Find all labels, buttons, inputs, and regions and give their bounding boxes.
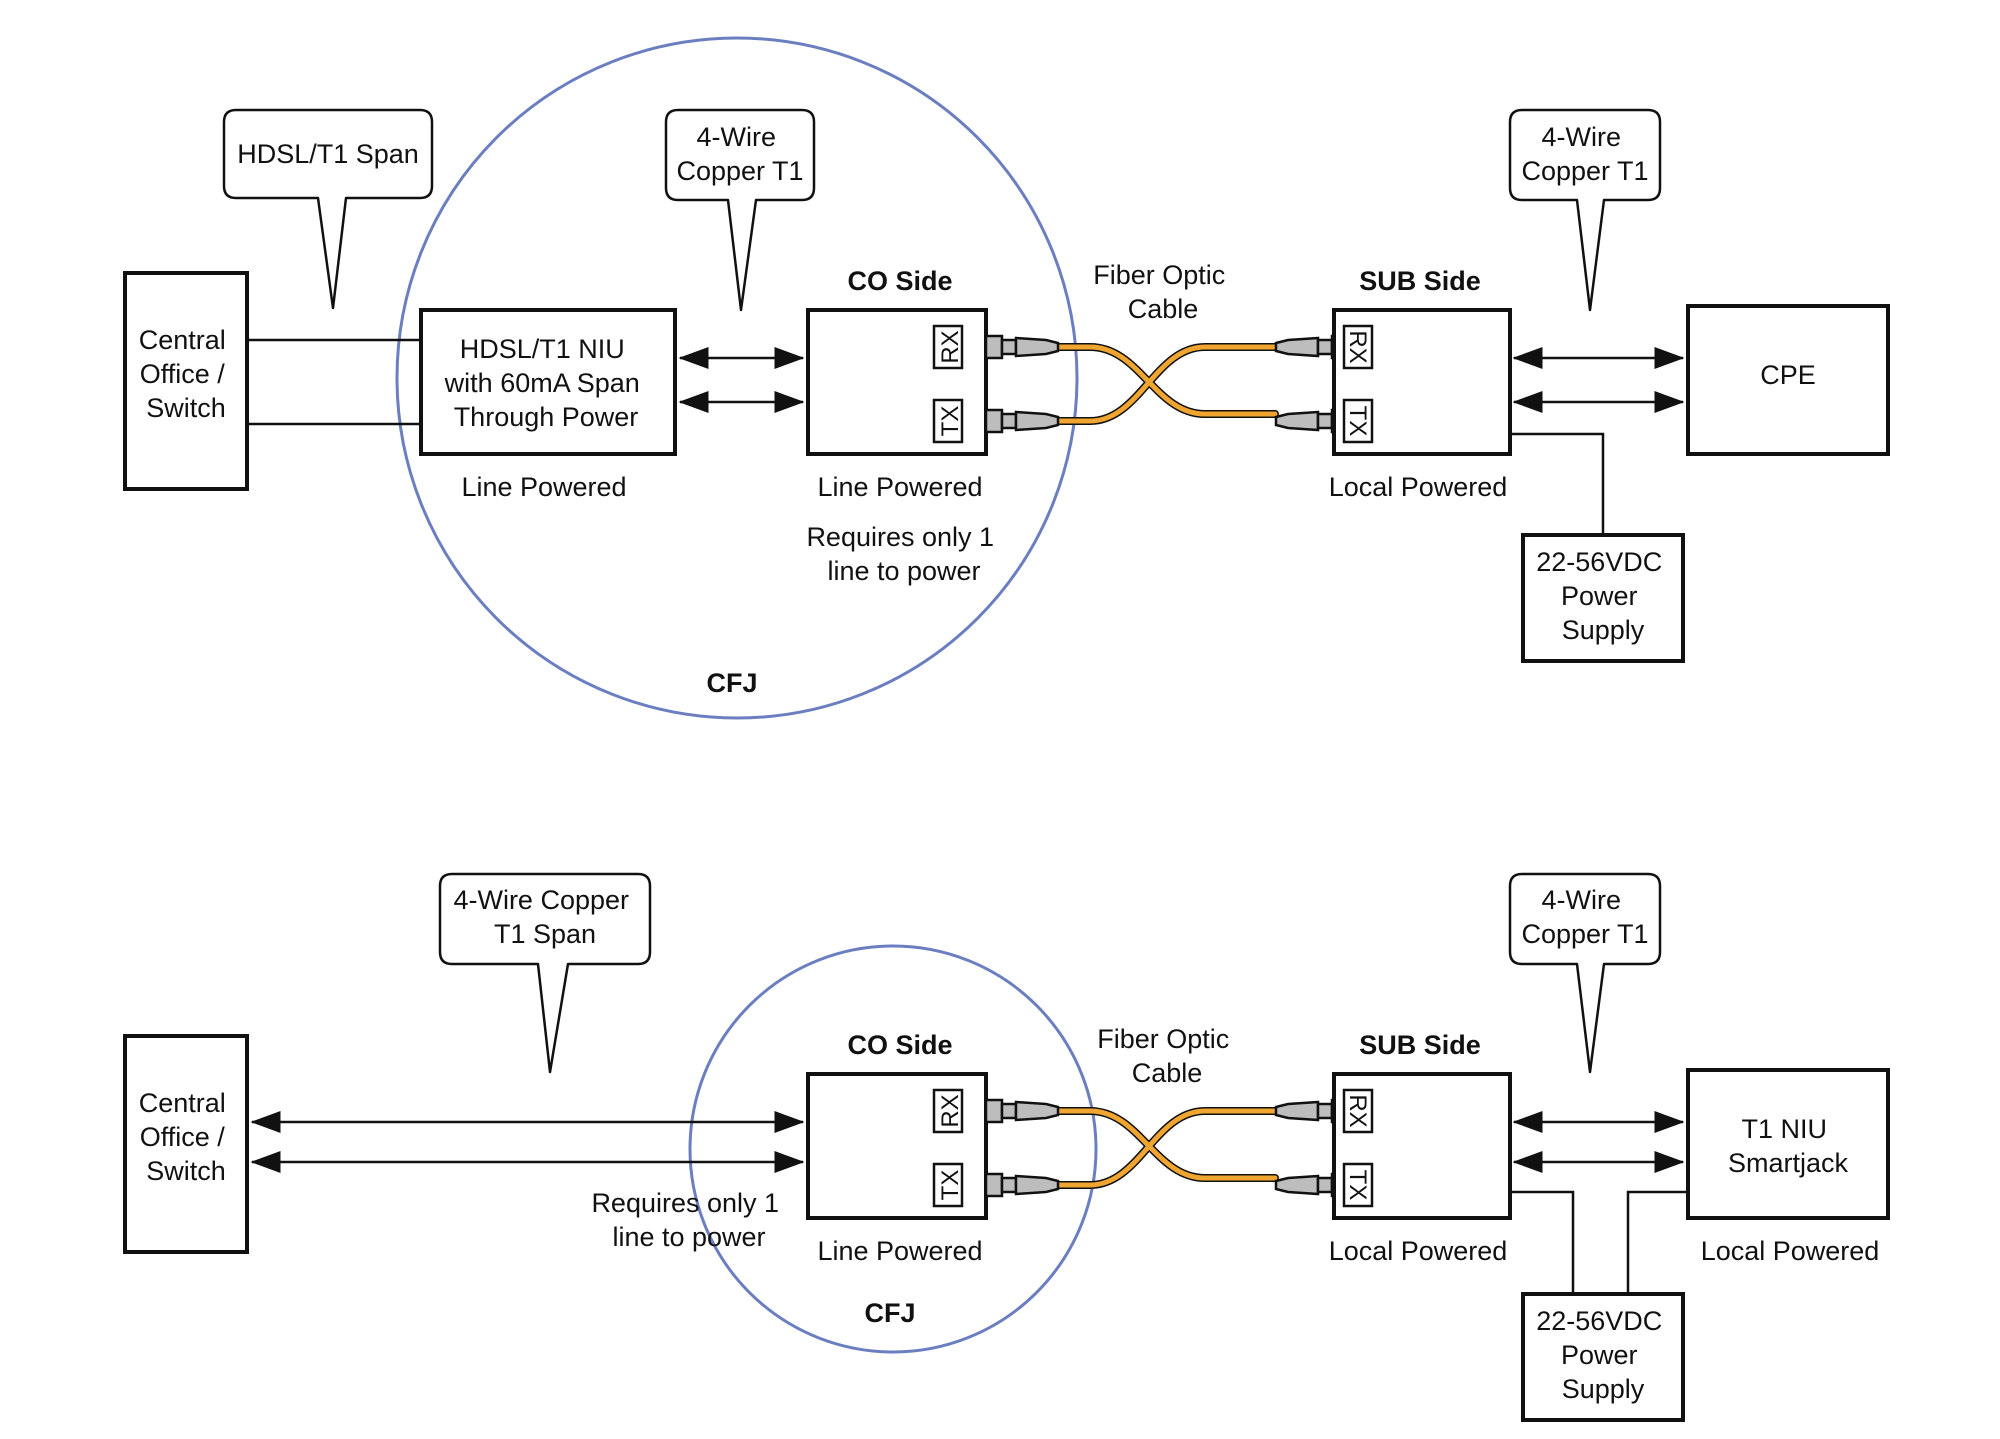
bottom-co-tx-connector — [984, 1172, 1004, 1198]
top-callout-span-text: HDSL/T1 Span — [237, 139, 419, 169]
bottom-fiber-label: Fiber Optic Cable — [1097, 1024, 1237, 1088]
bottom-co-rx-connector — [984, 1098, 1004, 1124]
top-central-office-label: Central Office / Switch — [139, 325, 234, 423]
top-co-tx-connector — [984, 408, 1004, 434]
bottom-note-mask — [596, 1110, 636, 1300]
top-sub-tx-connector — [1274, 410, 1320, 432]
top-callout-copper-right — [1508, 108, 1662, 312]
bottom-cfj-circle — [688, 944, 1098, 1354]
bottom-callout-span-text: 4-Wire Copper T1 Span — [453, 885, 636, 949]
bottom-diagram: Central Office / Switch 4-Wire Copper T1… — [123, 872, 1890, 1422]
top-sub-side-power: Local Powered — [1329, 472, 1508, 502]
bottom-callout-copper-right — [1508, 872, 1662, 1074]
top-fiber-label: Fiber Optic Cable — [1093, 260, 1233, 324]
bottom-central-office-box — [123, 1034, 249, 1254]
top-niu-power: Line Powered — [461, 472, 626, 502]
top-co-side-title: CO Side — [847, 266, 952, 296]
bottom-sub-tx-connector — [1274, 1174, 1320, 1196]
top-cfj-circle — [395, 36, 1079, 720]
bottom-sub-tx-port — [1342, 1162, 1374, 1208]
bottom-co-side-power: Line Powered — [817, 1236, 982, 1266]
bottom-co-side-title: CO Side — [847, 1030, 952, 1060]
bottom-sub-tx-label: TX — [1344, 1170, 1371, 1201]
bottom-fiber-2 — [1051, 1107, 1279, 1189]
top-power-wire — [1512, 432, 1605, 535]
top-central-office-box — [123, 271, 249, 491]
top-sub-connectors — [1274, 334, 1336, 434]
top-sub-tx-label: TX — [1344, 406, 1371, 437]
top-callout-copper-left-text: 4-Wire Copper T1 — [676, 122, 803, 186]
top-niu-label: HDSL/T1 NIU with 60mA Span Through Power — [444, 334, 648, 432]
bottom-power-supply-box — [1521, 1292, 1685, 1422]
bottom-power-wire-sub — [1512, 1190, 1575, 1294]
top-sub-rx-label: RX — [1344, 330, 1371, 363]
bottom-co-tx-label: TX — [937, 1170, 964, 1201]
bottom-fiber-1 — [1051, 1107, 1279, 1182]
top-co-rx-port — [932, 324, 964, 370]
top-sub-rx-port — [1342, 324, 1374, 370]
bottom-co-connectors — [984, 1098, 1060, 1198]
bottom-sub-rx-port — [1342, 1088, 1374, 1134]
bottom-power-wire-niu — [1626, 1190, 1686, 1294]
top-callout-copper-left — [664, 108, 816, 312]
bottom-sub-connectors — [1274, 1098, 1336, 1198]
top-cfj-label: CFJ — [706, 668, 757, 698]
top-diagram: Central Office / Switch HDSL/T1 Span HDS… — [123, 36, 1890, 720]
top-callout-span — [222, 108, 434, 310]
top-co-tx-label: TX — [937, 406, 964, 437]
bottom-sub-rx-label: RX — [1344, 1094, 1371, 1127]
top-niu-box — [419, 308, 677, 456]
top-cpe-label: CPE — [1760, 360, 1816, 390]
top-fiber-1 — [1051, 343, 1279, 418]
top-co-side-power: Line Powered — [817, 472, 982, 502]
bottom-sub-rx-connector — [1274, 1100, 1320, 1122]
bottom-sub-side-title: SUB Side — [1359, 1030, 1481, 1060]
bottom-co-rx-port — [932, 1088, 964, 1134]
top-power-supply-label: 22-56VDC Power Supply — [1536, 547, 1670, 645]
bottom-sub-side-power: Local Powered — [1329, 1236, 1508, 1266]
top-callout-copper-right-text: 4-Wire Copper T1 — [1521, 122, 1648, 186]
top-co-rx-connector — [984, 334, 1004, 360]
bottom-callout-span — [438, 872, 652, 1074]
bottom-co-tx-port — [932, 1162, 964, 1208]
top-co-connectors — [984, 334, 1060, 434]
top-co-tx-port — [932, 398, 964, 444]
top-sub-side-title: SUB Side — [1359, 266, 1481, 296]
bottom-co-rx-label: RX — [937, 1094, 964, 1127]
bottom-power-supply-label: 22-56VDC Power Supply — [1536, 1306, 1670, 1404]
bottom-central-office-label: Central Office / Switch — [139, 1088, 234, 1186]
top-co-rx-label: RX — [937, 330, 964, 363]
top-cpe-box — [1686, 304, 1890, 456]
bottom-niu-box — [1686, 1068, 1890, 1220]
top-sub-rx-connector — [1274, 336, 1320, 358]
top-power-supply-box — [1521, 533, 1685, 663]
top-co-side-note: Requires only 1 line to power — [806, 522, 1001, 586]
bottom-niu-label: T1 NIU Smartjack — [1728, 1114, 1849, 1178]
top-fiber-2 — [1051, 343, 1279, 425]
bottom-cfj-label: CFJ — [864, 1298, 915, 1328]
bottom-co-side-note: Requires only 1 line to power — [591, 1188, 786, 1252]
top-sub-tx-port — [1342, 398, 1374, 444]
bottom-callout-copper-right-text: 4-Wire Copper T1 — [1521, 885, 1648, 949]
bottom-niu-power: Local Powered — [1701, 1236, 1880, 1266]
